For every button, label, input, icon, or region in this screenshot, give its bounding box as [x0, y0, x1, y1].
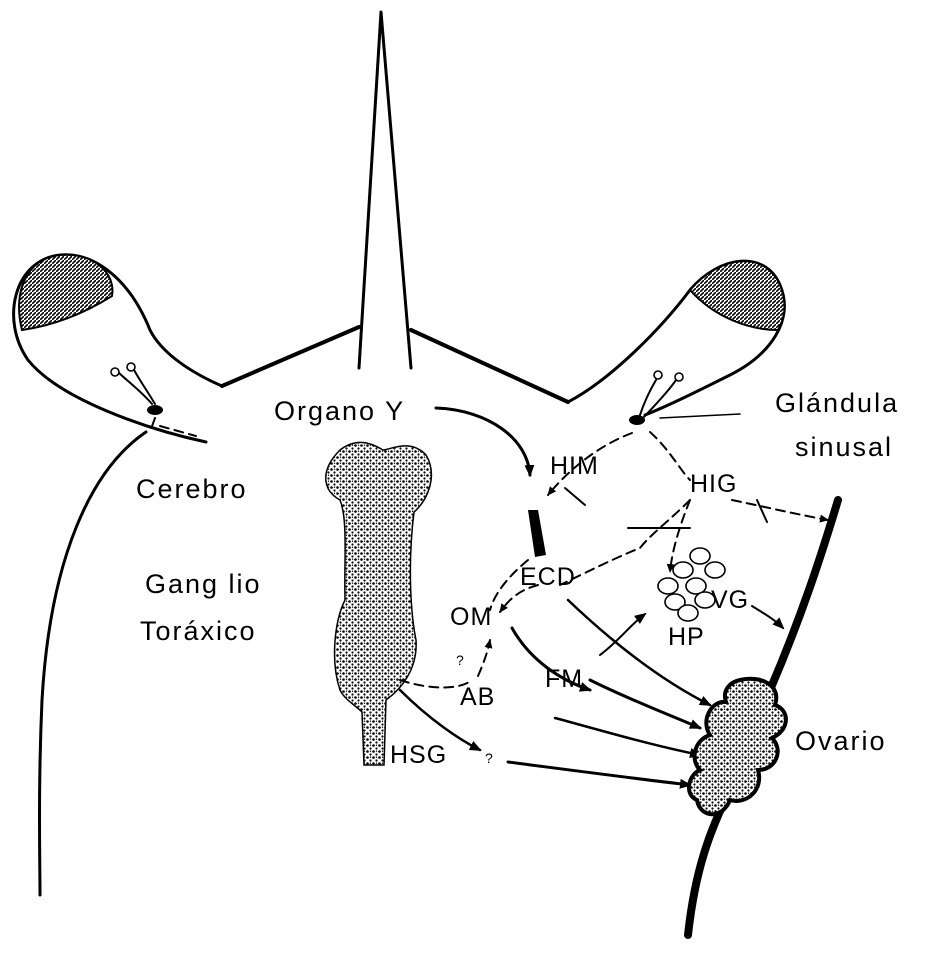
left-eye-hatched-tip: [19, 255, 112, 330]
label-ovario: Ovario: [795, 726, 887, 756]
y-organ: [528, 510, 546, 557]
label-hsg: HSG: [390, 741, 447, 769]
label-hp: HP: [668, 623, 705, 651]
label-vg: VG: [711, 586, 749, 614]
label-hig: HIG: [690, 470, 737, 498]
label-ecd: ECD: [520, 563, 576, 591]
carapace-left-line: [222, 327, 359, 386]
ovary: [689, 679, 786, 815]
thoracic-ganglion: [326, 442, 432, 765]
label-glandula-line2: sinusal: [795, 432, 893, 462]
rostrum-outline: [359, 12, 411, 368]
label-organo-y: Organo Y: [274, 396, 405, 426]
oviduct-upper: [770, 500, 838, 690]
carapace-right-line: [411, 330, 568, 402]
label-ab: AB: [460, 683, 495, 711]
label-om: OM: [450, 603, 492, 631]
label-question-hsg: ?: [485, 750, 493, 766]
label-question-ab: ?: [456, 652, 464, 668]
right-eye-hatched-tip: [690, 261, 784, 330]
label-him: HIM: [550, 452, 599, 480]
organo-y-arrow: [436, 408, 530, 475]
label-fm: FM: [545, 665, 583, 693]
label-glandula-line1: Glándula: [775, 388, 899, 418]
label-ganglio-line1: Gang lio: [145, 569, 262, 599]
left-neurosecretory-cells: [111, 363, 196, 436]
label-ganglio-line2: Toráxico: [140, 616, 257, 646]
label-cerebro: Cerebro: [136, 474, 248, 504]
hormone-dashed-paths: [400, 432, 828, 688]
body-left-outline: [40, 432, 147, 895]
